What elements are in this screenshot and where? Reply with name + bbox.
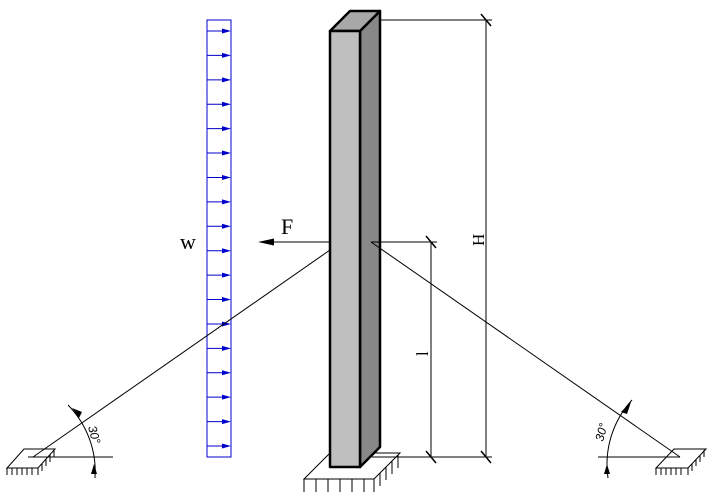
load-arrow: [207, 443, 231, 449]
column: [328, 9, 382, 469]
angle-right-label: 30°: [592, 421, 610, 442]
load-arrow: [207, 28, 231, 34]
wind-load: [206, 19, 232, 458]
dimension-h: [372, 13, 492, 464]
load-arrow: [207, 297, 231, 303]
load-arrow: [207, 419, 231, 425]
guy-cable-left: [32, 249, 331, 458]
dimension-h-label: H: [469, 234, 488, 246]
dimension-l: [371, 235, 437, 464]
load-arrow: [207, 126, 231, 132]
guy-cable-right: [370, 241, 681, 458]
load-arrow: [207, 52, 231, 58]
column-front-face: [328, 29, 362, 469]
anchor-right: [598, 399, 708, 479]
load-arrow: [207, 248, 231, 254]
load-arrow: [207, 174, 231, 180]
anchor-left: [5, 404, 113, 479]
angle-left-label: 30°: [85, 424, 103, 445]
load-arrow: [207, 223, 231, 229]
force-label: F: [281, 214, 293, 239]
load-arrow: [207, 199, 231, 205]
load-arrow: [207, 345, 231, 351]
load-arrow: [207, 370, 231, 376]
load-arrow: [207, 101, 231, 107]
load-arrow: [207, 394, 231, 400]
load-arrow: [207, 150, 231, 156]
load-arrow: [207, 77, 231, 83]
load-arrow: [207, 321, 231, 327]
force-arrow: [258, 238, 330, 246]
wind-load-arrows: [207, 28, 231, 449]
wind-load-strip: [206, 19, 232, 458]
column-side-face: [358, 9, 382, 469]
wind-load-label: w: [180, 229, 196, 254]
dimension-l-label: l: [413, 351, 432, 356]
load-arrow: [207, 272, 231, 278]
